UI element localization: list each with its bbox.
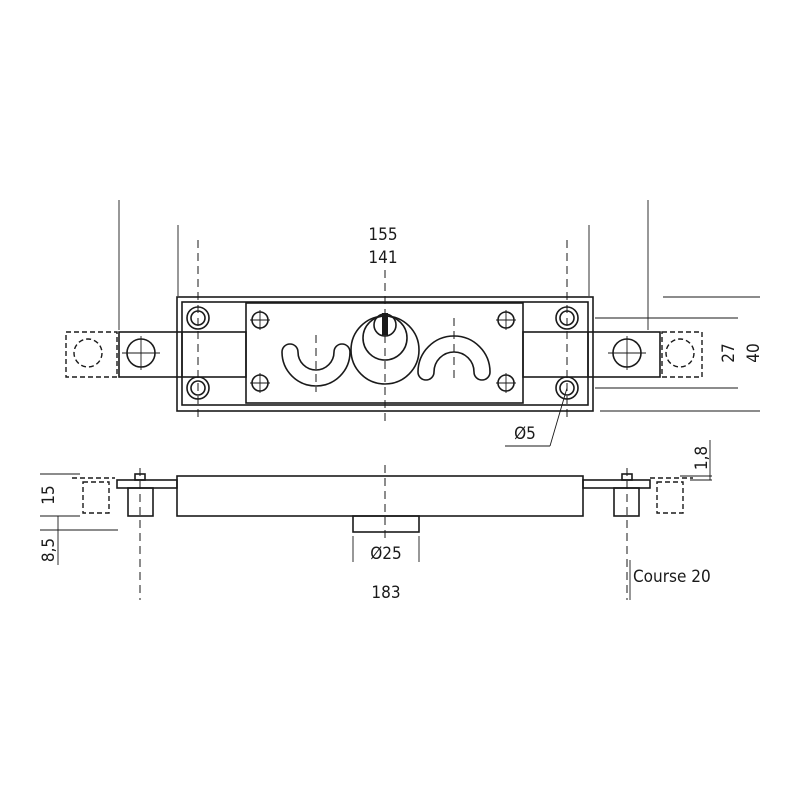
right-pin (613, 487, 640, 517)
mounting-holes (250, 310, 516, 393)
dim-1-8: 1,8 (692, 446, 712, 470)
lock-plate (176, 296, 594, 412)
side-body (176, 475, 584, 517)
cylinder (350, 313, 420, 385)
right-bolt (522, 331, 661, 378)
right-bolt-extended-ghost (661, 331, 703, 378)
dim-183: 183 (371, 583, 400, 603)
dim-27: 27 (719, 343, 739, 362)
left-cam-slot (281, 343, 351, 387)
dim-cylinder-diameter: Ø25 (370, 544, 402, 564)
left-pin (127, 487, 154, 517)
dim-screw-hole: Ø5 (514, 424, 536, 444)
side-view (40, 440, 712, 600)
dim-15: 15 (39, 485, 59, 504)
left-bolt-extended-ghost (65, 331, 118, 378)
dim-141: 141 (368, 248, 397, 268)
dim-8-5: 8,5 (39, 538, 59, 562)
dim-40: 40 (744, 343, 764, 362)
right-cam-slot (417, 335, 491, 381)
dim-155: 155 (368, 225, 397, 245)
dim-stroke: Course 20 (633, 567, 711, 587)
side-cylinder (352, 515, 420, 533)
screws (186, 306, 579, 400)
top-view (65, 200, 760, 447)
